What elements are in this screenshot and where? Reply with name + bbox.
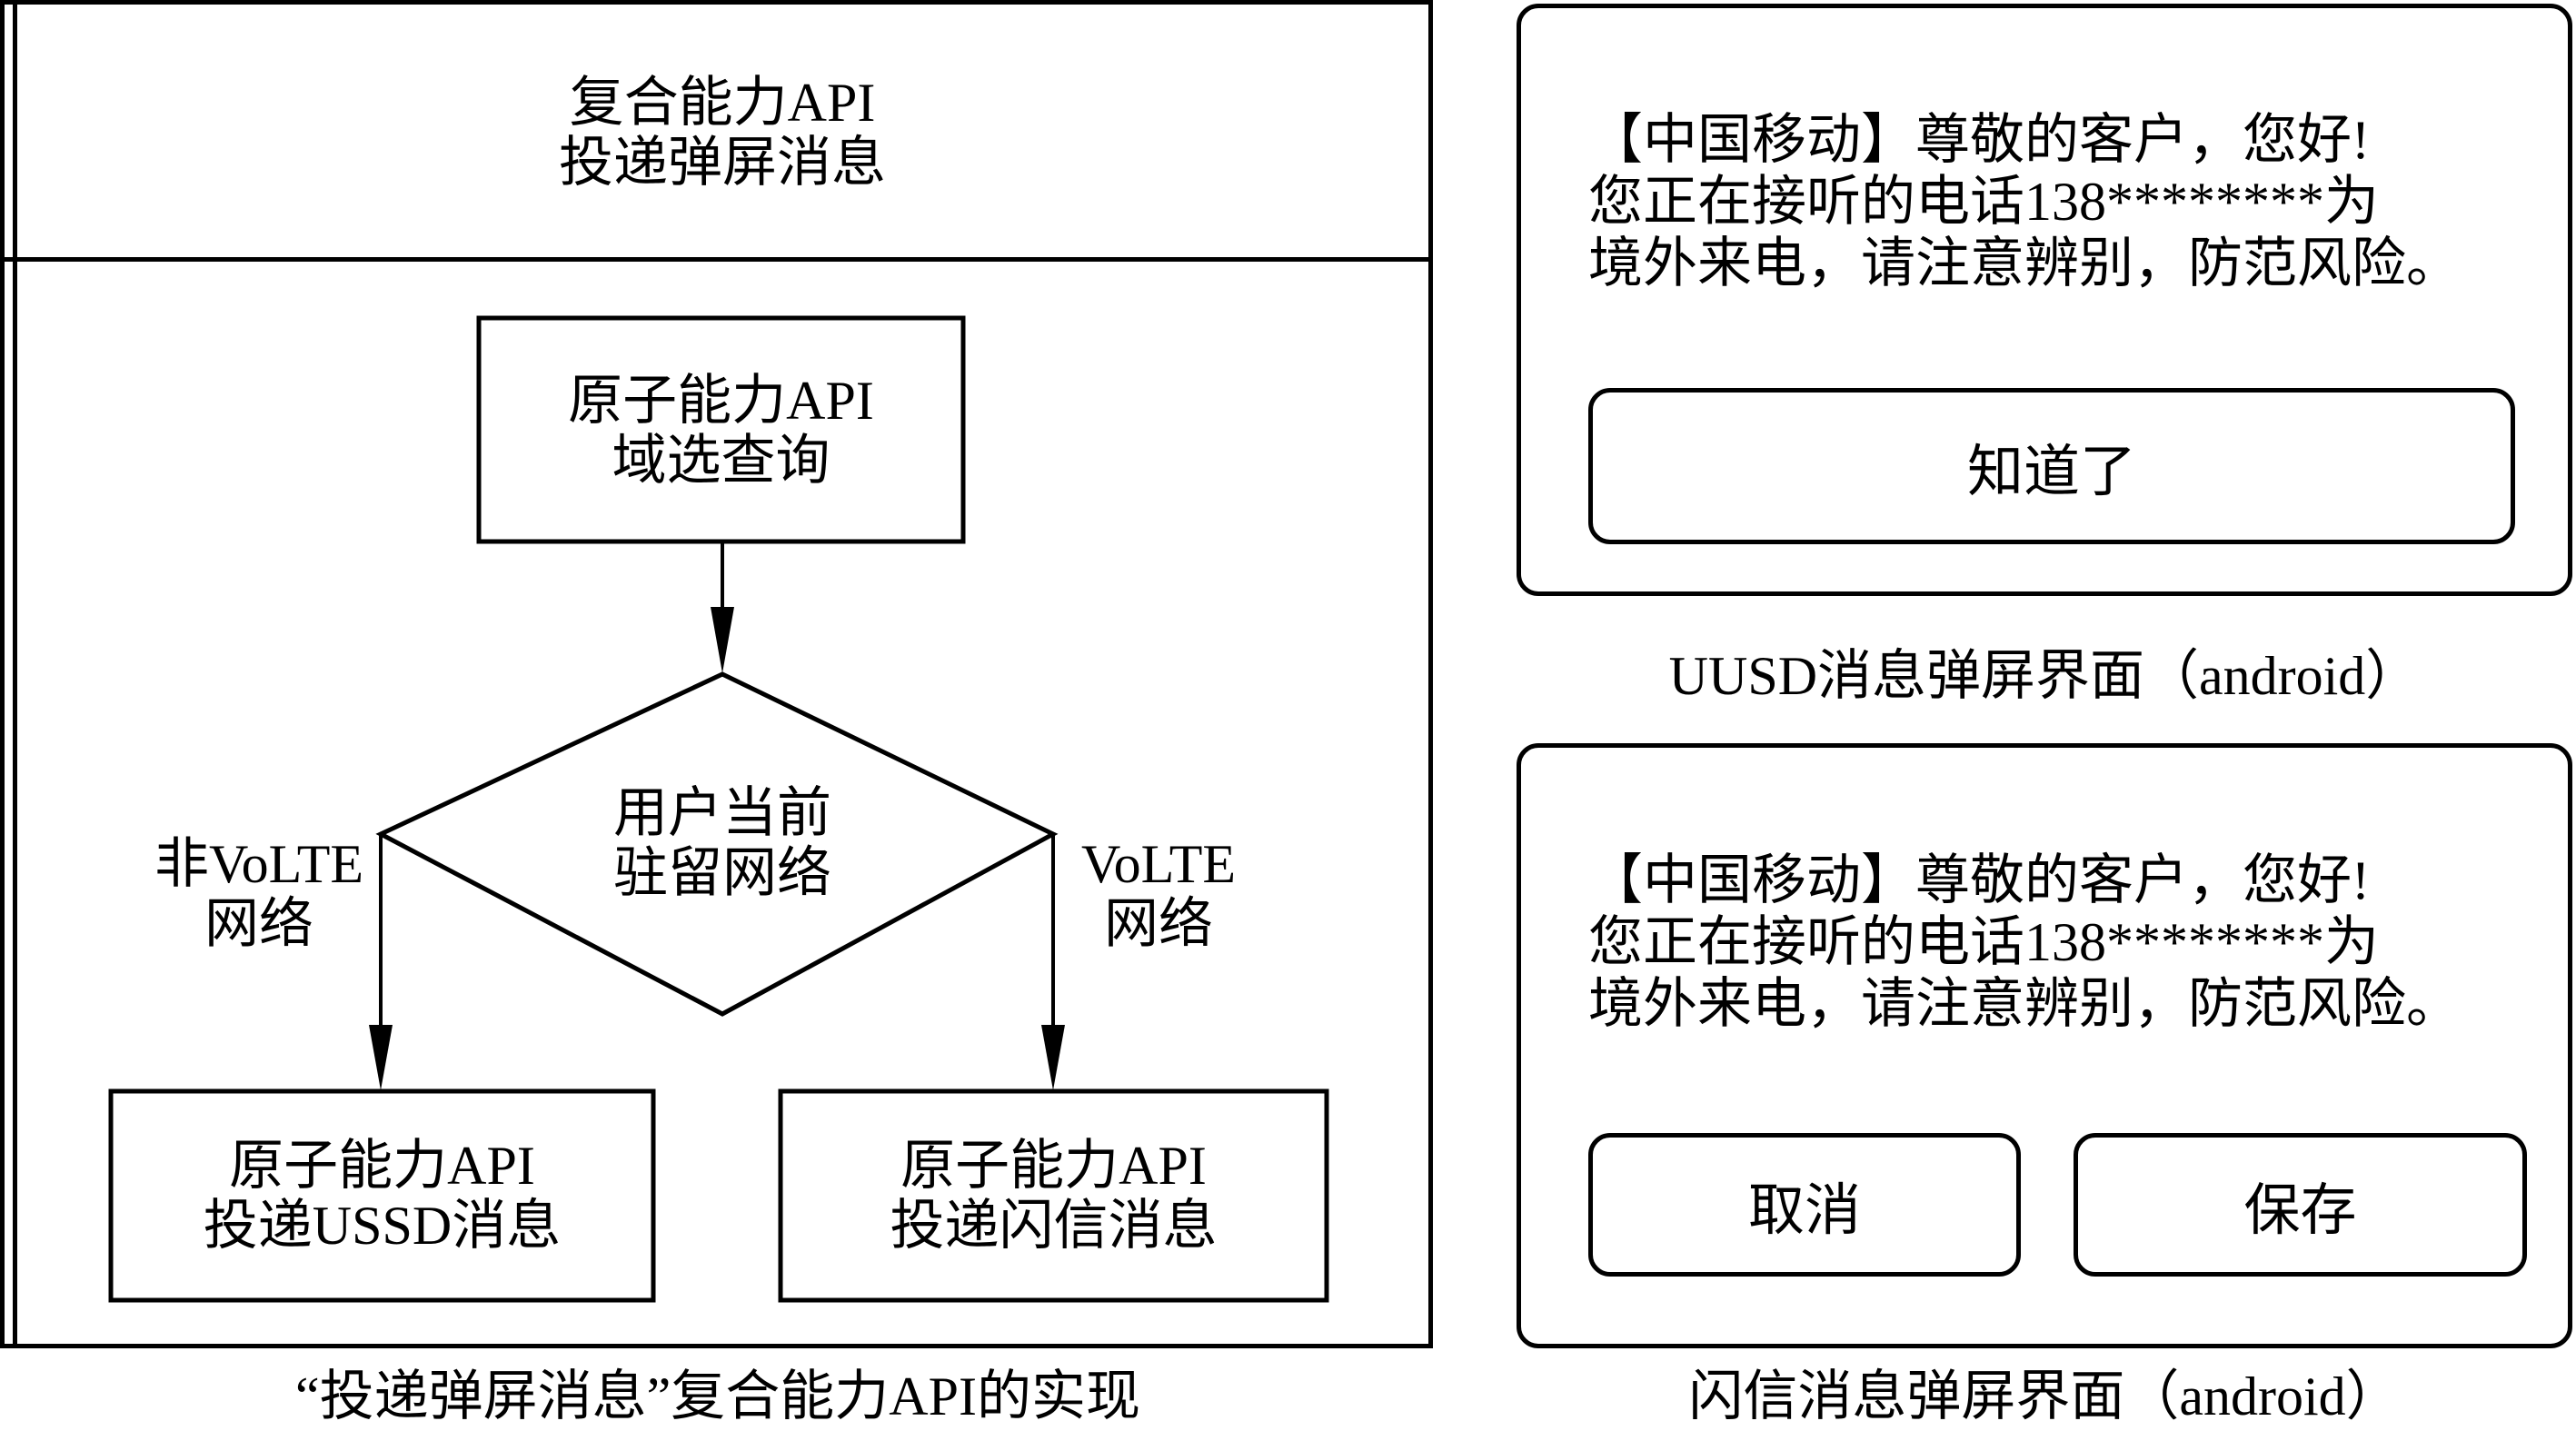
flash-popup-message: 【中国移动】尊敬的客户，您好! 您正在接听的电话138********为 境外来…: [1588, 850, 2461, 1035]
decision-label-line2: 驻留网络: [613, 843, 831, 903]
decision-diamond: [375, 671, 1059, 1017]
flash-save-button[interactable]: 保存: [2074, 1133, 2527, 1277]
edge-label-volte-line2: 网络: [1104, 894, 1213, 954]
flash-save-button-label: 保存: [2243, 1180, 2357, 1242]
domain-query-label-line1: 原子能力API: [568, 371, 874, 431]
ussd-delivery-label-line1: 原子能力API: [229, 1136, 535, 1196]
edge-label-volte: VoLTE 网络: [1063, 834, 1254, 954]
flash-delivery-label: 原子能力API 投递闪信消息: [781, 1136, 1327, 1256]
ussd-ok-button-label: 知道了: [1966, 442, 2136, 503]
ussd-ok-button[interactable]: 知道了: [1588, 388, 2515, 544]
ussd-message-line3: 境外来电，请注意辨别，防范风险。: [1588, 234, 2461, 293]
ussd-popup-message: 【中国移动】尊敬的客户，您好! 您正在接听的电话138********为 境外来…: [1588, 109, 2461, 294]
ussd-message-line1: 【中国移动】尊敬的客户，您好!: [1588, 110, 2370, 170]
arrowhead-volte: [1041, 1025, 1065, 1090]
flash-cancel-button[interactable]: 取消: [1588, 1133, 2021, 1277]
domain-query-label-line2: 域选查询: [612, 431, 830, 491]
edge-label-non-volte-line1: 非VoLTE: [154, 834, 364, 894]
flash-delivery-label-line2: 投递闪信消息: [890, 1196, 1218, 1256]
composite-api-frame: [0, 0, 1433, 1348]
left-figure-caption: “投递弹屏消息”复合能力API的实现: [295, 1366, 1140, 1426]
ussd-delivery-label: 原子能力API 投递USSD消息: [111, 1136, 653, 1256]
domain-query-box: [476, 315, 966, 544]
arrowhead-query-to-decision: [711, 607, 734, 673]
arrowhead-non-volte: [369, 1025, 393, 1090]
ussd-message-line2: 您正在接听的电话138********为: [1588, 172, 2379, 232]
header-title: 复合能力API 投递弹屏消息: [454, 73, 990, 193]
flash-delivery-label-line1: 原子能力API: [900, 1136, 1207, 1196]
flash-cancel-button-label: 取消: [1747, 1180, 1861, 1242]
edge-label-non-volte: 非VoLTE 网络: [136, 834, 382, 954]
flash-message-line2: 您正在接听的电话138********为: [1588, 912, 2379, 972]
decision-label: 用户当前 驻留网络: [541, 783, 904, 903]
ussd-delivery-box: [108, 1088, 656, 1303]
flash-popup-caption: 闪信消息弹屏界面（android）: [1688, 1366, 2401, 1426]
domain-query-label: 原子能力API 域选查询: [479, 371, 963, 491]
flash-delivery-box: [778, 1088, 1329, 1303]
flash-message-line1: 【中国移动】尊敬的客户，您好!: [1588, 850, 2370, 910]
ussd-popup-caption: UUSD消息弹屏界面（android）: [1668, 646, 2421, 706]
ussd-delivery-label-line2: 投递USSD消息: [203, 1196, 562, 1256]
edge-label-non-volte-line2: 网络: [204, 894, 313, 954]
flash-message-line3: 境外来电，请注意辨别，防范风险。: [1588, 974, 2461, 1034]
header-title-line2: 投递弹屏消息: [559, 133, 886, 193]
header-title-line1: 复合能力API: [569, 73, 876, 133]
decision-label-line1: 用户当前: [613, 783, 831, 843]
edge-label-volte-line1: VoLTE: [1080, 834, 1237, 894]
